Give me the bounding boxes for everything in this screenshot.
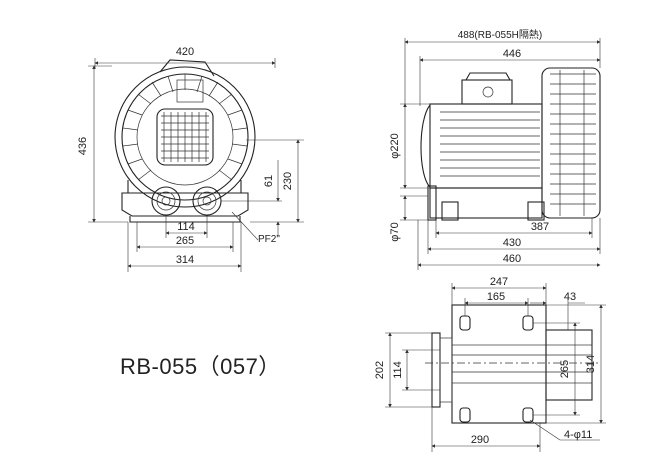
dim-436: 436: [77, 65, 128, 223]
label-387: 387: [531, 221, 549, 233]
dim-314-front: 314: [127, 222, 242, 272]
label-314-front: 314: [176, 254, 194, 266]
blower-housing: [114, 59, 256, 217]
motor-grille: [161, 112, 209, 162]
label-460: 460: [503, 253, 521, 265]
holes-callout: 4-φ11: [529, 419, 600, 441]
label-phi220: φ220: [389, 133, 401, 159]
label-290: 290: [471, 434, 489, 446]
label-430: 430: [503, 237, 521, 249]
port-left: [151, 186, 181, 216]
dim-446: 446: [419, 48, 601, 106]
dim-314-base: 314: [546, 304, 606, 424]
dim-230: 230: [246, 139, 304, 223]
label-420: 420: [176, 46, 194, 58]
label-230: 230: [282, 172, 294, 190]
label-165: 165: [487, 291, 505, 303]
label-holes: 4-φ11: [564, 429, 592, 441]
dim-290: 290: [431, 407, 541, 452]
dim-460: 460: [417, 220, 601, 270]
base-side: [427, 185, 545, 221]
label-114: 114: [177, 221, 195, 233]
label-114-base: 114: [392, 361, 404, 379]
side-view: 488(RB-055H隔熱) 446 φ220 φ70 387: [389, 28, 601, 270]
dim-265-front: 265: [136, 222, 234, 252]
label-436: 436: [77, 137, 89, 155]
dim-phi220: φ220: [389, 103, 430, 189]
dim-61: 61: [221, 160, 282, 236]
label-phi70: φ70: [389, 222, 401, 241]
dim-420: 420: [94, 46, 276, 68]
blower-housing-side: [541, 67, 601, 219]
dim-430: 430: [427, 218, 601, 254]
dim-387: 387: [435, 218, 593, 238]
port-callout: PF2": [231, 211, 280, 245]
port-right: [192, 186, 222, 216]
dim-202: 202: [374, 332, 432, 408]
label-265-base: 265: [559, 360, 571, 378]
model-title: RB-055（057）: [120, 354, 281, 379]
base-view: 247 165 43 202 114: [374, 276, 606, 452]
cooling-fins: [122, 74, 248, 181]
dim-488: 488(RB-055H隔熱): [404, 28, 601, 104]
dim-247: 247: [451, 276, 547, 305]
dim-phi70: φ70: [389, 195, 428, 242]
front-view: 420 436 230 61 114: [77, 46, 304, 272]
label-265-front: 265: [176, 235, 194, 247]
dim-265-base: 265: [533, 322, 580, 416]
dim-114-base: 114: [392, 349, 440, 391]
label-202: 202: [374, 361, 386, 379]
label-pf2: PF2": [258, 234, 280, 245]
label-61: 61: [263, 175, 275, 187]
label-488: 488(RB-055H隔熱): [458, 28, 542, 41]
dim-114: 114: [165, 216, 208, 238]
dim-165: 165: [464, 291, 529, 316]
dim-43: 43: [530, 291, 585, 330]
label-446: 446: [503, 48, 521, 60]
label-247: 247: [490, 276, 508, 288]
label-314-base: 314: [585, 355, 597, 373]
motor-body: [420, 72, 543, 189]
label-43: 43: [564, 291, 576, 303]
